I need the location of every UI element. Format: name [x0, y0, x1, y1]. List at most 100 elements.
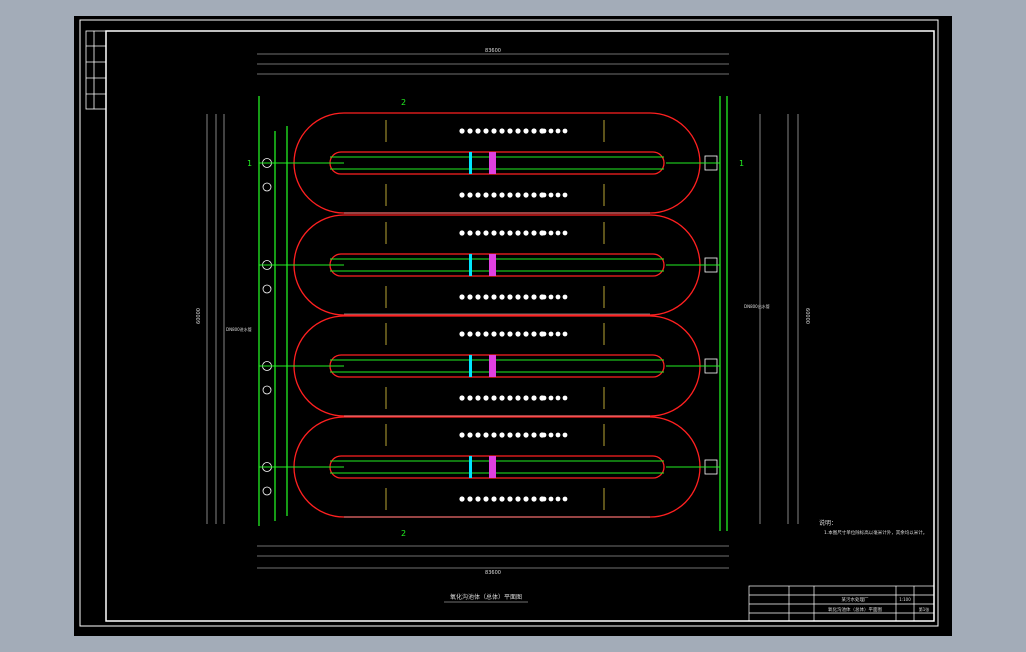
aerator-disc — [467, 230, 473, 236]
valve-circle — [262, 182, 272, 192]
aerator-disc — [531, 294, 537, 300]
aerator-disc — [483, 496, 489, 502]
aerator-disc — [562, 395, 568, 401]
aerator-disc — [541, 496, 547, 502]
aerator-disc — [555, 128, 561, 134]
aerator-disc — [475, 230, 481, 236]
aerator-disc — [491, 192, 497, 198]
top-dimension-lines — [257, 53, 729, 75]
ditch-inner-wall — [329, 455, 665, 479]
ditch-cyan-gate — [469, 355, 472, 377]
valve-circle — [262, 486, 272, 496]
aerator-disc — [555, 294, 561, 300]
aerator-disc — [515, 192, 521, 198]
aerator-disc — [483, 331, 489, 337]
ditch-cyan-gate — [469, 254, 472, 276]
oxidation-ditch-plan: 83600 83600 60000 60000 — [79, 19, 939, 627]
aerator-disc — [467, 294, 473, 300]
notes-line: 1.本图尺寸单位除标高以毫米计外，其余均以米计。 — [824, 529, 927, 536]
aerator-disc — [541, 395, 547, 401]
plan-title: 氧化沟池体（总体）平面图 — [450, 593, 522, 601]
aerator-disc — [541, 128, 547, 134]
aerator-disc — [562, 331, 568, 337]
aerator-disc — [459, 294, 465, 300]
aerator-disc — [562, 496, 568, 502]
section-marker-bottom: 2 — [401, 529, 406, 538]
aerator-disc — [555, 432, 561, 438]
aerator-disc — [555, 230, 561, 236]
aerator-disc — [562, 432, 568, 438]
ditch-outer-wall — [293, 416, 701, 518]
aerator-disc — [515, 331, 521, 337]
aerator-disc — [523, 192, 529, 198]
aerator-disc — [531, 128, 537, 134]
aerator-disc — [483, 192, 489, 198]
dim-left-total: 60000 — [196, 308, 202, 324]
aerator-disc — [562, 230, 568, 236]
aerator-disc — [499, 432, 505, 438]
aerator-disc — [507, 331, 513, 337]
right-dimension-lines — [759, 114, 799, 524]
aerator-disc — [515, 496, 521, 502]
aerator-disc — [548, 331, 554, 337]
aerator-disc — [459, 395, 465, 401]
valve-circle — [262, 385, 272, 395]
aerator-disc — [523, 432, 529, 438]
aerator-disc — [467, 432, 473, 438]
aerator-disc — [475, 395, 481, 401]
aerator-disc — [531, 432, 537, 438]
aerator-disc — [515, 395, 521, 401]
aerator-disc — [475, 432, 481, 438]
section-marker-left: 1 — [247, 159, 252, 168]
aerator-disc — [523, 128, 529, 134]
aerator-disc — [507, 432, 513, 438]
aerator-disc — [507, 192, 513, 198]
aerator-disc — [459, 496, 465, 502]
aerator-disc — [459, 192, 465, 198]
aerator-disc — [483, 128, 489, 134]
aerator-disc — [523, 496, 529, 502]
aerator-disc — [541, 192, 547, 198]
aerator-disc — [555, 395, 561, 401]
ditch-inner-wall — [329, 253, 665, 277]
aerator-disc — [531, 496, 537, 502]
aerator-disc — [548, 496, 554, 502]
aerator-disc — [459, 331, 465, 337]
aerator-disc — [499, 230, 505, 236]
aerator-disc — [507, 128, 513, 134]
aerator-disc — [499, 395, 505, 401]
aerator-disc — [483, 294, 489, 300]
aerator-disc — [507, 230, 513, 236]
dim-right-total: 60000 — [804, 308, 810, 324]
drawing-sheet: 83600 83600 60000 60000 — [74, 16, 952, 636]
aerator-disc — [475, 294, 481, 300]
aerator-disc — [548, 128, 554, 134]
aerator-disc — [548, 395, 554, 401]
aerator-disc — [555, 496, 561, 502]
aerator-disc — [491, 128, 497, 134]
aerator-disc — [491, 230, 497, 236]
aerator-disc — [541, 230, 547, 236]
aerator-disc — [562, 128, 568, 134]
aerator-disc — [555, 192, 561, 198]
aerator-disc — [507, 496, 513, 502]
aerator-disc — [515, 432, 521, 438]
aerator-disc — [507, 395, 513, 401]
ditch-outer-wall — [293, 214, 701, 316]
aerator-disc — [459, 432, 465, 438]
ditch-outer-wall — [293, 112, 701, 214]
aerator-disc — [491, 294, 497, 300]
left-dimension-lines — [206, 114, 225, 524]
aerator-disc — [491, 331, 497, 337]
aerator-disc — [475, 331, 481, 337]
aerator-disc — [523, 331, 529, 337]
ditch-magenta-weir — [489, 254, 496, 276]
aerator-disc — [483, 230, 489, 236]
ditch-magenta-weir — [489, 152, 496, 174]
aerator-disc — [499, 192, 505, 198]
aerator-disc — [475, 128, 481, 134]
aerator-disc — [491, 395, 497, 401]
outer-frame — [79, 19, 939, 627]
binding-strip — [85, 30, 107, 110]
ditch-magenta-weir — [489, 355, 496, 377]
